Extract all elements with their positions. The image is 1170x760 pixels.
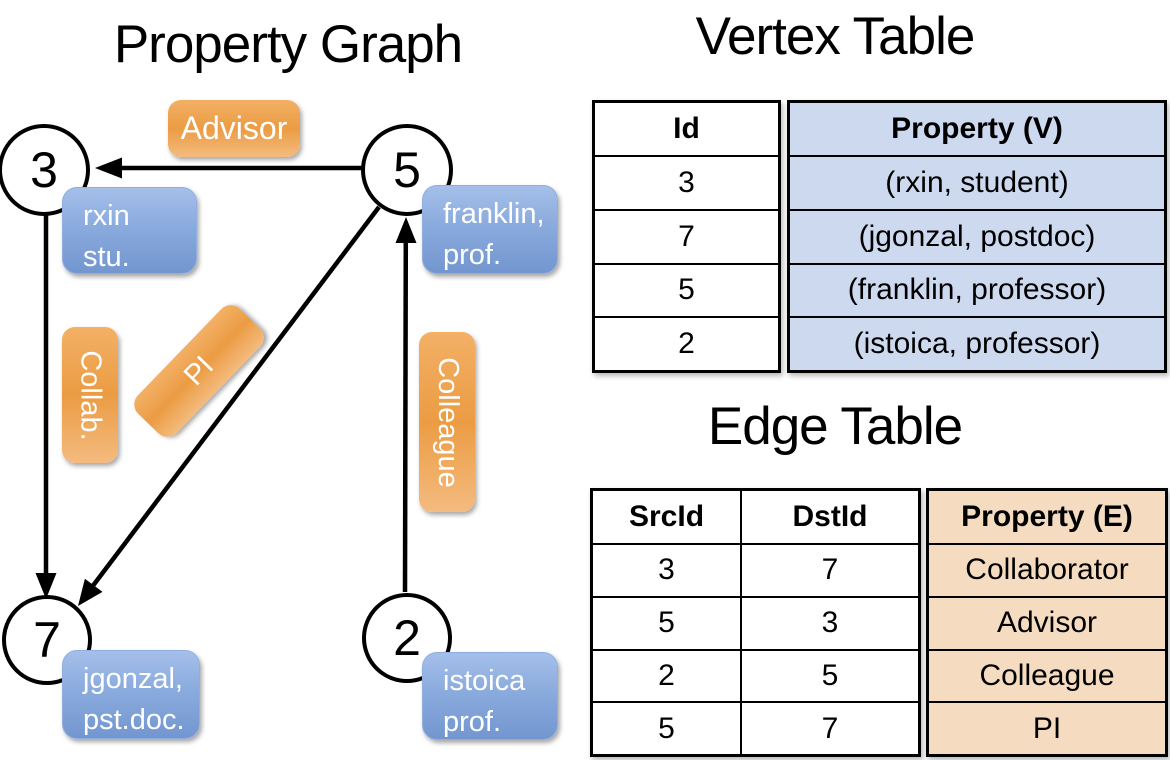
edge-table-src-cell: 5 [658, 711, 675, 745]
edge-3-to-7-arrow [35, 214, 57, 599]
vertex-table-property-cell: (istoica, professor) [790, 316, 1164, 370]
edge-label-text: Advisor [180, 110, 288, 146]
edge-table-title: Edge Table [707, 397, 963, 456]
vertex-table-property-column: Property (V) (rxin, student)(jgonzal, po… [787, 100, 1167, 373]
vertex-label-franklin: franklin, prof. [422, 185, 558, 274]
edge-table-dst-header: DstId [740, 491, 918, 543]
vertex-label-line: jgonzal, [83, 663, 183, 695]
edge-table-property-cell: Collaborator [929, 543, 1165, 596]
edge-table-header-row: SrcId DstId [593, 491, 918, 543]
graph-node-5-id: 5 [393, 142, 421, 198]
graph-node-2-id: 2 [393, 610, 421, 666]
graph-node-7-id: 7 [33, 612, 61, 668]
edge-table-src-cell: 2 [658, 658, 675, 692]
edge-table-src-header: SrcId [628, 500, 705, 533]
edge-table-property-cell: Colleague [929, 648, 1165, 702]
edge-table-property-header: Property (E) [929, 491, 1165, 543]
edge-table-src-cell: 3 [658, 553, 675, 587]
vertex-label-istoica: istoica prof. [422, 652, 558, 740]
vertex-table-property-cell: (rxin, student) [790, 155, 1164, 209]
edge-2-to-5-arrow [395, 217, 417, 593]
edge-label-advisor: Advisor [168, 100, 300, 157]
edge-table-dst-cell: 7 [740, 703, 918, 754]
vertex-label-line: pst.doc. [83, 704, 185, 737]
vertex-table-id-cell: 3 [595, 155, 778, 209]
vertex-table-id-cell: 7 [595, 208, 778, 263]
vertex-label-rxin: rxin stu. [62, 187, 197, 274]
vertex-table-property-cell: (jgonzal, postdoc) [790, 208, 1164, 263]
vertex-table-id-cell: 2 [595, 316, 778, 370]
edge-table-dst-cell: 5 [740, 650, 918, 702]
vertex-table-title: Vertex Table [695, 7, 976, 66]
graph-node-3-id: 3 [30, 142, 58, 198]
edge-table-src-cell: 5 [658, 606, 675, 640]
vertex-label-line: prof. [443, 706, 502, 739]
vertex-table-id-cell: 5 [595, 262, 778, 317]
vertex-table-id-header: Id [673, 112, 700, 145]
edge-label-text: PI [177, 349, 220, 392]
edge-table-dst-cell: 3 [740, 597, 918, 649]
edge-label-collab: Collab. [62, 327, 118, 463]
edge-table-property-cell: PI [929, 701, 1165, 754]
property-graph-title: Property Graph [113, 15, 463, 74]
vertex-label-line: prof. [443, 239, 502, 272]
edge-label-pi: PI [128, 299, 270, 443]
edge-5-to-3-arrow [95, 157, 363, 179]
vertex-label-line: istoica [443, 665, 526, 697]
edge-label-text: Collab. [74, 349, 107, 441]
edge-label-colleague: Colleague [419, 332, 475, 512]
graph-node-3: 3 [0, 124, 90, 216]
edge-label-text: Colleague [431, 356, 464, 488]
edge-table-property-cell: Advisor [929, 595, 1165, 649]
vertex-table-property-header: Property (V) [790, 103, 1164, 155]
vertex-label-line: rxin [83, 200, 130, 232]
vertex-label-jgonzal: jgonzal, pst.doc. [62, 650, 200, 739]
vertex-label-line: franklin, [443, 198, 545, 230]
vertex-table-property-cell: (franklin, professor) [790, 262, 1164, 317]
vertex-label-line: stu. [83, 241, 130, 274]
edge-table-dst-cell: 7 [740, 545, 918, 596]
